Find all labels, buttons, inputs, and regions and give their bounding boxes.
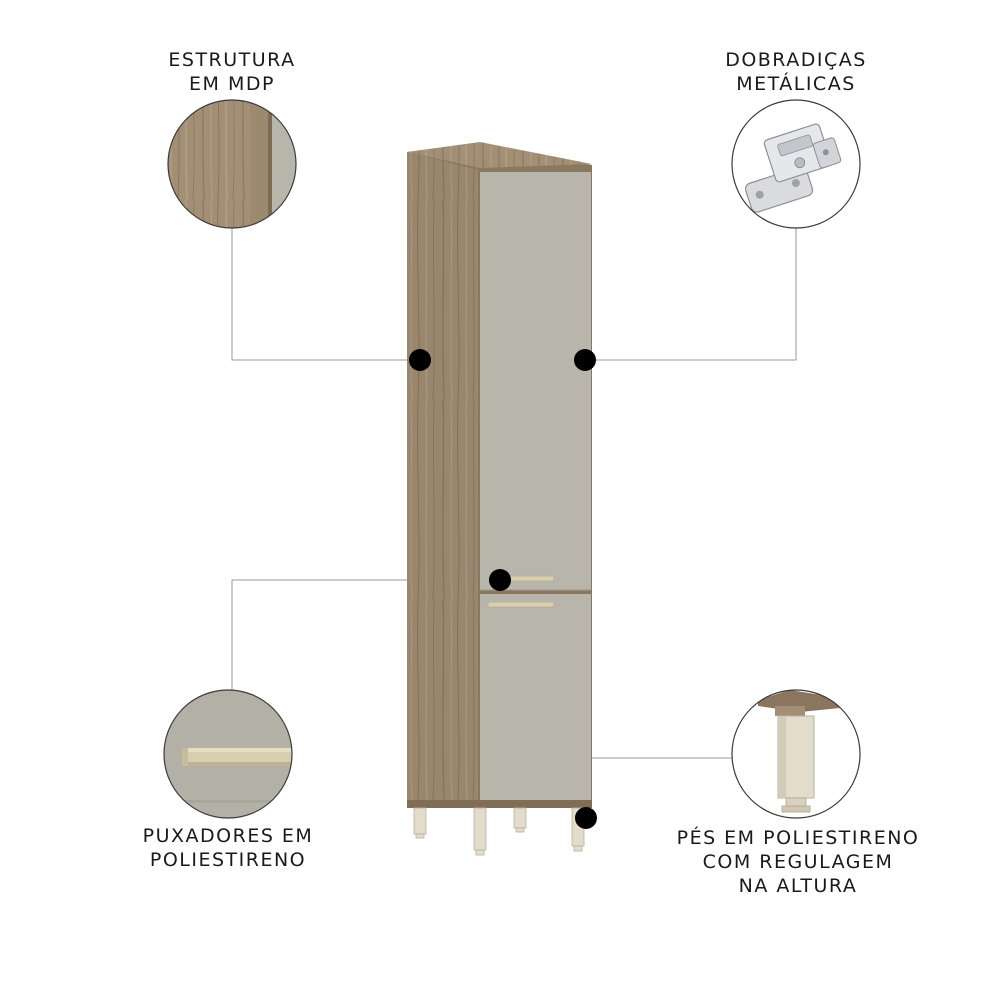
callout-line: ESTRUTURA <box>168 49 296 71</box>
callout-label-handles: PUXADORES EM POLIESTIRENO <box>118 824 338 872</box>
callout-line: PÉS EM POLIESTIRENO <box>676 827 920 849</box>
wood-texture-icon <box>167 99 297 229</box>
callout-line: POLIESTIRENO <box>149 849 307 871</box>
callout-label-hinges: DOBRADIÇAS METÁLICAS <box>696 48 896 96</box>
leader-line-hinges <box>585 228 797 361</box>
pantry-cabinet <box>407 142 592 856</box>
marker-hinges <box>574 349 596 371</box>
lower-door-handle <box>487 601 555 608</box>
cabinet-feet <box>413 807 585 856</box>
lower-door <box>480 594 591 804</box>
callout-line: PUXADORES EM <box>142 825 314 847</box>
callout-label-structure: ESTRUTURA EM MDP <box>132 48 332 96</box>
leader-line-feet <box>585 757 732 818</box>
leader-line-structure <box>231 228 420 361</box>
upper-door-handle <box>509 575 555 582</box>
foot-icon <box>731 689 861 819</box>
cabinet-base <box>407 800 592 808</box>
callout-line: EM MDP <box>189 73 275 95</box>
callout-line: DOBRADIÇAS <box>725 49 867 71</box>
callout-markers <box>409 349 597 829</box>
upper-door <box>480 172 591 590</box>
callout-line: COM REGULAGEM <box>702 851 894 873</box>
cabinet-side-panel <box>407 152 478 808</box>
hinge-icon <box>731 99 861 229</box>
callout-line: NA ALTURA <box>738 875 858 897</box>
marker-structure <box>409 349 431 371</box>
callout-label-feet: PÉS EM POLIESTIRENO COM REGULAGEM NA ALT… <box>660 826 936 898</box>
callout-line: METÁLICAS <box>736 73 856 95</box>
marker-feet <box>575 807 597 829</box>
marker-handles <box>489 569 511 591</box>
handle-icon <box>163 689 293 819</box>
